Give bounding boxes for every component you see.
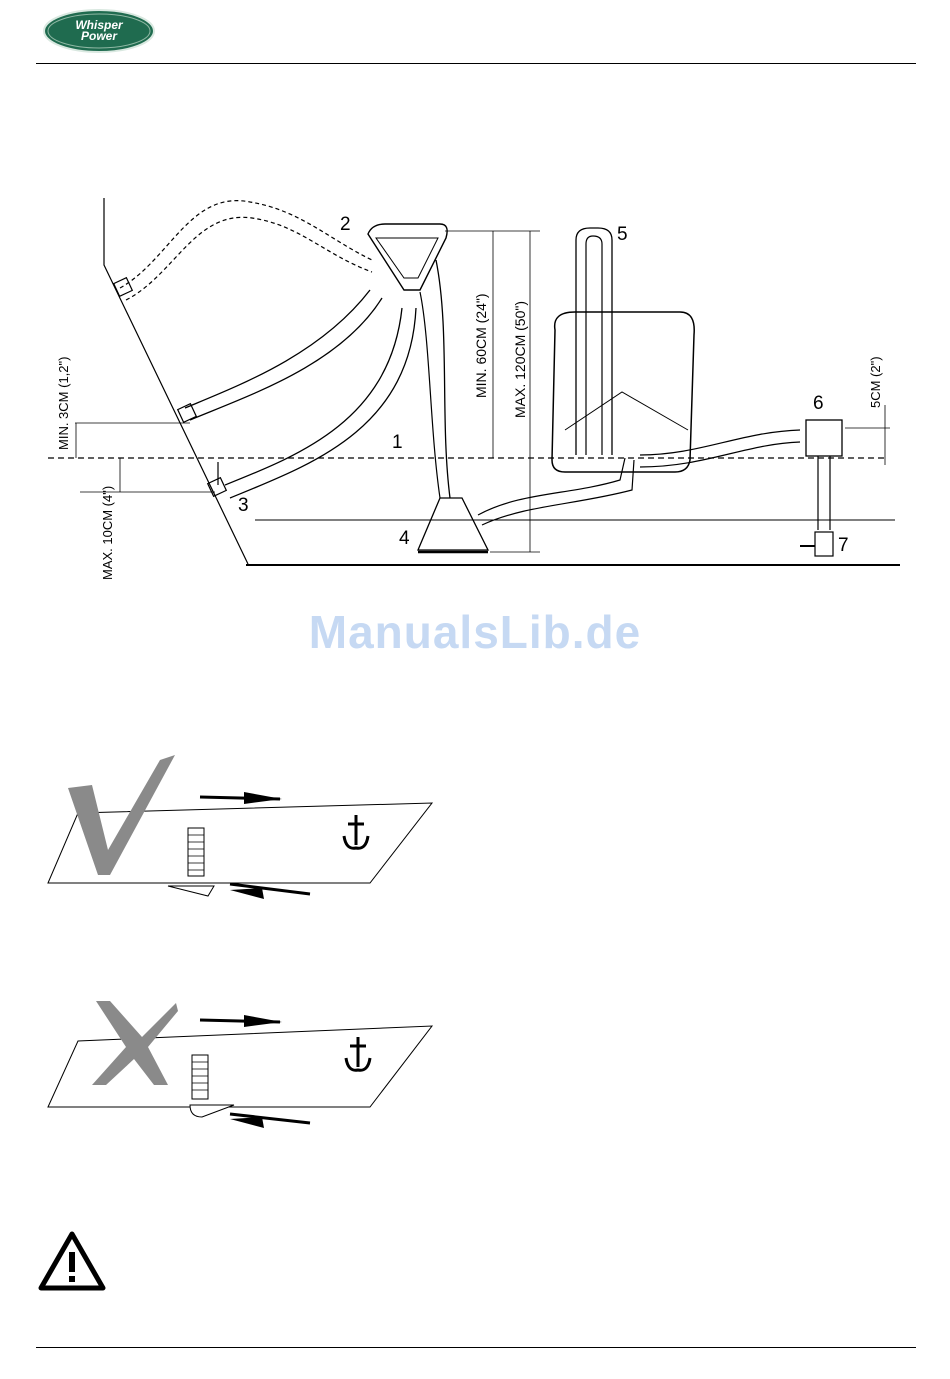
- pump-body: [368, 224, 447, 290]
- callout-2: 2: [340, 214, 351, 235]
- dim-5cm: 5CM (2"): [868, 356, 883, 408]
- callout-4: 4: [399, 528, 410, 549]
- watermark: ManualsLib.de: [0, 605, 950, 659]
- callout-5: 5: [617, 224, 628, 245]
- header-rule: [36, 63, 916, 64]
- whisper-power-logo: Whisper Power: [42, 8, 156, 54]
- deck-fitting: [806, 420, 842, 456]
- holding-tank: [552, 312, 694, 472]
- dim-max-10cm: MAX. 10CM (4"): [100, 486, 115, 580]
- dim-max-120cm: MAX. 120CM (50"): [512, 301, 528, 418]
- wrong-mounting-figure: [30, 985, 450, 1135]
- cross-icon: [92, 1001, 178, 1085]
- installation-diagram: MIN. 3CM (1,2") MAX. 10CM (4") MIN. 60CM…: [0, 180, 950, 600]
- strainer: [418, 498, 488, 550]
- checkmark-icon: [68, 755, 175, 875]
- callout-6: 6: [813, 393, 824, 414]
- anchor-icon: [344, 815, 368, 848]
- sea-valve: [815, 532, 833, 556]
- correct-mounting-figure: [30, 740, 450, 920]
- hull-line: [104, 198, 248, 564]
- anchor-icon: [346, 1037, 370, 1070]
- dim-min-3cm: MIN. 3CM (1,2"): [56, 357, 71, 450]
- footer-rule: [36, 1347, 916, 1348]
- dim-min-60cm: MIN. 60CM (24"): [473, 293, 489, 398]
- callout-1: 1: [392, 432, 403, 453]
- callout-7: 7: [838, 535, 849, 556]
- logo-line-2: Power: [81, 31, 117, 42]
- callout-3: 3: [238, 495, 249, 516]
- warning-triangle-icon: [38, 1230, 106, 1292]
